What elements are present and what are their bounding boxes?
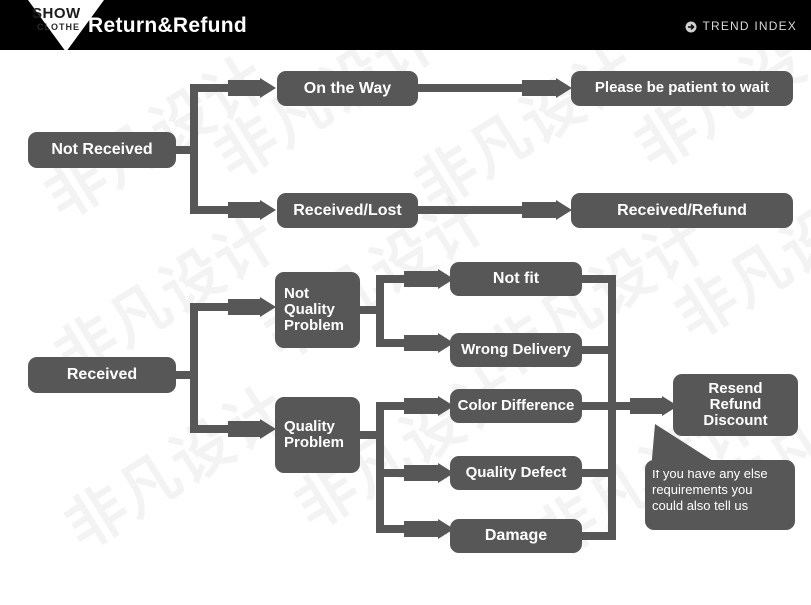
node-quality-problem[interactable]: Quality Problem [275, 397, 360, 473]
node-received[interactable]: Received [28, 357, 176, 393]
watermark-text: 非凡设计 [663, 162, 811, 354]
node-color-difference[interactable]: Color Difference [450, 389, 582, 423]
arrowhead-to-please-wait [522, 78, 572, 98]
arrowhead-to-received-refund [522, 200, 572, 220]
connector-not-quality-bus [376, 275, 384, 347]
node-received-lost[interactable]: Received/Lost [277, 193, 418, 228]
connector-quality-bus [376, 402, 384, 533]
node-on-the-way[interactable]: On the Way [277, 71, 418, 106]
connector-to-color-difference [376, 402, 410, 410]
arrowhead-to-damage [404, 519, 454, 539]
connector-to-damage [376, 525, 410, 533]
arrowhead-to-not-quality-problem [228, 297, 276, 317]
logo-secondary-text: CLOTHE [37, 22, 80, 32]
node-resend-refund-discount[interactable]: Resend Refund Discount [673, 374, 798, 436]
connector-damage-to-bus [582, 532, 616, 540]
connector-to-quality-defect [376, 469, 410, 477]
node-not-fit[interactable]: Not fit [450, 262, 582, 296]
app-header [0, 0, 811, 50]
connector-received-stub [176, 371, 198, 379]
connector-received-lost-to-refund [418, 206, 528, 214]
arrowhead-to-received-lost [228, 200, 276, 220]
arrowhead-to-quality-problem [228, 419, 276, 439]
connector-to-not-quality [190, 303, 234, 311]
connector-to-wrong-delivery [376, 339, 410, 347]
connector-to-received-lost [190, 206, 234, 214]
connector-color-difference-to-bus [582, 402, 616, 410]
callout-pointer-icon [649, 424, 729, 472]
node-please-be-patient-to-wait[interactable]: Please be patient to wait [571, 71, 793, 106]
connector-not-quality-stub [360, 306, 382, 314]
page-title: Return&Refund [88, 14, 248, 37]
node-wrong-delivery[interactable]: Wrong Delivery [450, 333, 582, 367]
arrowhead-to-resend-refund-discount [630, 396, 678, 416]
node-damage[interactable]: Damage [450, 519, 582, 553]
connector-quality-stub [360, 431, 382, 439]
connector-to-not-fit [376, 275, 410, 283]
connector-not-fit-to-bus [582, 275, 616, 283]
connector-bus-to-resend [608, 402, 638, 410]
connector-on-the-way-to-wait [418, 84, 528, 92]
connector-to-on-the-way [190, 84, 234, 92]
connector-received-bus [190, 303, 198, 433]
callout-line-3: could also tell us [652, 497, 749, 513]
triangle-logo-icon [24, 0, 108, 52]
connector-to-quality-problem [190, 425, 234, 433]
trend-index-badge: TREND INDEX [685, 19, 797, 33]
arrowhead-to-color-difference [404, 396, 454, 416]
circle-arrow-icon [685, 20, 697, 33]
connector-not-received-stub [176, 146, 198, 154]
connector-quality-defect-to-bus [582, 469, 616, 477]
node-received-refund[interactable]: Received/Refund [571, 193, 793, 228]
arrowhead-to-quality-defect [404, 463, 454, 483]
callout-line-2: requirements you [652, 481, 753, 497]
trend-index-label: TREND INDEX [702, 19, 797, 33]
connector-not-received-bus [190, 84, 198, 214]
logo-primary-text: SHOW [32, 5, 81, 22]
node-not-received[interactable]: Not Received [28, 132, 176, 168]
connector-wrong-delivery-to-bus [582, 346, 616, 354]
extra-requirements-callout[interactable]: If you have any else requirements you co… [645, 460, 795, 530]
node-quality-defect[interactable]: Quality Defect [450, 456, 582, 490]
arrowhead-to-wrong-delivery [404, 333, 454, 353]
arrowhead-to-not-fit [404, 269, 454, 289]
arrowhead-to-on-the-way [228, 78, 276, 98]
node-not-quality-problem[interactable]: Not Quality Problem [275, 272, 360, 348]
